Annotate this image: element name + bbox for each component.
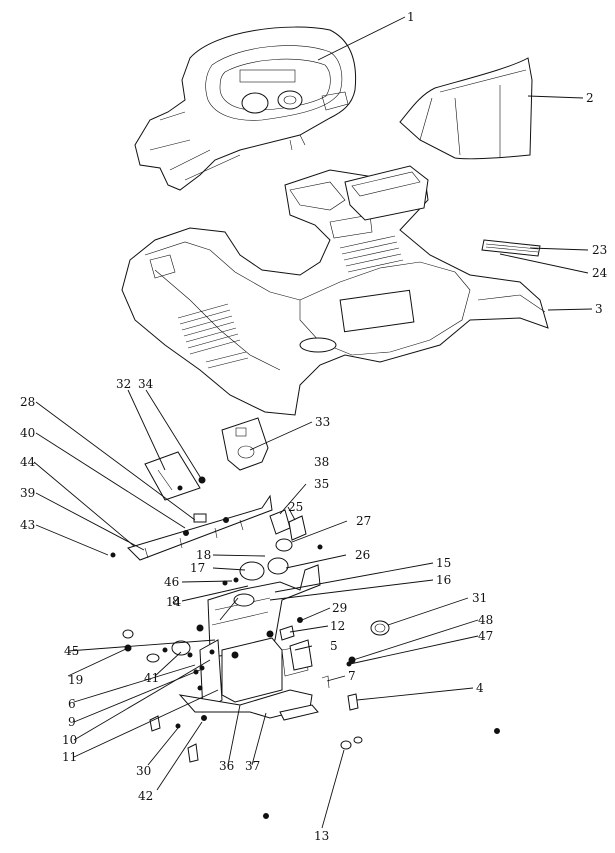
callout-46: 46	[164, 575, 179, 589]
callout-27: 27	[356, 514, 371, 528]
part-1-dash-cover	[134, 26, 357, 191]
part-2-cover-panel	[399, 57, 533, 160]
callout-15: 15	[436, 556, 451, 570]
part-39-44-long-bracket	[110, 494, 273, 561]
callout-labels: 1 2 3 4 5 6 7 8 9 10 11 12 13 14 15 16 1…	[20, 10, 608, 843]
callout-2: 2	[586, 91, 594, 105]
callout-13: 13	[314, 829, 329, 843]
part-35-25-27-26-switches	[239, 509, 323, 581]
callout-5: 5	[330, 639, 338, 653]
part-32-34-bracket	[144, 451, 206, 501]
callout-44: 44	[20, 455, 36, 469]
callout-48: 48	[478, 613, 493, 627]
callout-17: 17	[190, 561, 205, 575]
callout-7: 7	[348, 669, 356, 683]
callout-16: 16	[436, 573, 451, 587]
callout-47: 47	[478, 629, 493, 643]
callout-10: 10	[62, 733, 77, 747]
callout-14: 14	[166, 595, 182, 609]
callout-43: 43	[20, 518, 35, 532]
callout-19: 19	[68, 673, 83, 687]
callout-41: 41	[144, 671, 159, 685]
callout-39: 39	[20, 486, 35, 500]
callout-26: 26	[355, 548, 370, 562]
part-3-main-body	[121, 165, 549, 416]
callout-8: 8	[172, 594, 180, 608]
callout-6: 6	[68, 697, 76, 711]
callout-37: 37	[245, 759, 260, 773]
callout-11: 11	[62, 750, 77, 764]
leader-lines	[33, 16, 593, 829]
callout-3: 3	[595, 302, 603, 316]
callout-40: 40	[20, 426, 35, 440]
callout-29: 29	[332, 601, 347, 615]
callout-28: 28	[20, 395, 35, 409]
callout-36: 36	[219, 759, 234, 773]
callout-4: 4	[476, 681, 484, 695]
callout-35: 35	[314, 477, 329, 491]
callout-33: 33	[315, 415, 330, 429]
callout-23: 23	[592, 243, 607, 257]
callout-45: 45	[64, 644, 79, 658]
callout-38: 38	[314, 455, 329, 469]
callout-12: 12	[330, 619, 345, 633]
left-small-parts	[122, 629, 207, 763]
callout-30: 30	[136, 764, 151, 778]
callout-31: 31	[472, 591, 487, 605]
callout-25: 25	[288, 500, 303, 514]
callout-1: 1	[407, 10, 415, 24]
callout-9: 9	[68, 715, 76, 729]
part-33-plate	[221, 417, 269, 471]
callout-42: 42	[138, 789, 153, 803]
callout-18: 18	[196, 548, 211, 562]
callout-24: 24	[592, 266, 608, 280]
callout-32: 32	[116, 377, 131, 391]
part-23-24-grille	[481, 239, 541, 257]
main-bracket-assembly	[178, 564, 321, 721]
callout-34: 34	[138, 377, 154, 391]
